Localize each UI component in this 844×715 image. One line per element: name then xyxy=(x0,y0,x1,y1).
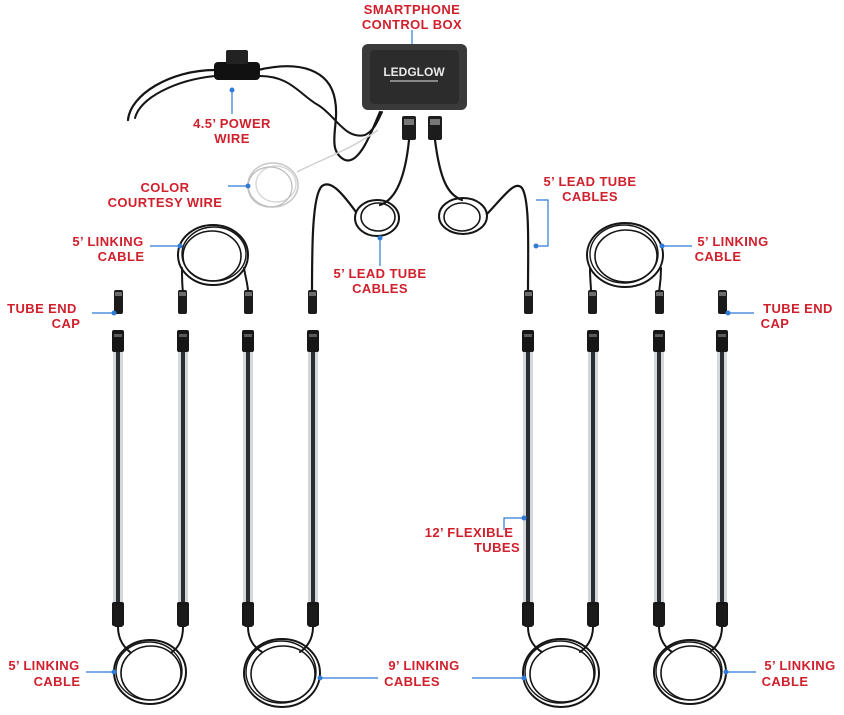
label-courtesy-wire-line1: COLOR xyxy=(141,180,190,195)
label-flexible-tubes-line1: 12’ FLEXIBLE xyxy=(425,525,514,540)
top-connectors xyxy=(114,290,727,314)
label-courtesy-wire-line2: COURTESY WIRE xyxy=(108,195,223,210)
top-linking-cable-left xyxy=(177,224,249,293)
label-linking-9ft-line1: 9’ LINKING xyxy=(388,658,459,673)
bottom-linking-cable-9ft-left xyxy=(243,626,321,708)
label-linking-top-left-line1: 5’ LINKING xyxy=(72,234,143,249)
label-power-wire-line1: 4.5’ POWER xyxy=(193,116,271,131)
label-lead-tube-mid-line1: 5’ LEAD TUBE xyxy=(334,266,427,281)
callout-lines xyxy=(86,30,756,681)
label-linking-bottom-left-line2: CABLE xyxy=(34,674,81,689)
label-lead-tube-top-line2: CABLES xyxy=(562,189,618,204)
power-wire xyxy=(126,50,383,162)
fuse-holder-icon xyxy=(214,62,260,80)
label-power-wire-line2: WIRE xyxy=(214,131,250,146)
flexible-tubes xyxy=(112,330,728,626)
label-linking-top-right-line1: 5’ LINKING xyxy=(697,234,768,249)
label-linking-bottom-left-line1: 5’ LINKING xyxy=(8,658,79,673)
tube-1 xyxy=(112,330,124,626)
tube-3 xyxy=(242,330,254,626)
label-linking-top-left-line2: CABLE xyxy=(98,249,145,264)
label-lead-tube-top-line1: 5’ LEAD TUBE xyxy=(544,174,637,189)
bottom-connectors xyxy=(114,605,727,627)
label-flexible-tubes-line2: TUBES xyxy=(474,540,520,555)
tube-8 xyxy=(716,330,728,626)
bottom-linking-cable-9ft-right xyxy=(522,626,600,708)
label-control-box-line1: SMARTPHONE xyxy=(364,2,460,17)
control-box-logo: LEDGLOW xyxy=(383,65,445,79)
labels: SMARTPHONE CONTROL BOX 4.5’ POWER WIRE C… xyxy=(7,2,835,689)
control-box: LEDGLOW xyxy=(362,44,467,140)
label-end-cap-right-line2: CAP xyxy=(761,316,790,331)
label-linking-9ft-line2: CABLES xyxy=(384,674,440,689)
label-linking-top-right-line2: CABLE xyxy=(695,249,742,264)
tube-2 xyxy=(177,330,189,626)
label-end-cap-right-line1: TUBE END xyxy=(763,301,833,316)
tube-7 xyxy=(653,330,665,626)
label-linking-bottom-right-line2: CABLE xyxy=(762,674,809,689)
bottom-linking-cable-left xyxy=(113,626,187,705)
tube-6 xyxy=(587,330,599,626)
top-linking-cable-right xyxy=(586,222,664,293)
label-lead-tube-mid-line2: CABLES xyxy=(352,281,408,296)
courtesy-wire-coil xyxy=(247,129,379,208)
label-end-cap-left-line2: CAP xyxy=(52,316,81,331)
tube-4 xyxy=(307,330,319,626)
label-end-cap-left-line1: TUBE END xyxy=(7,301,77,316)
bottom-linking-cable-right xyxy=(653,626,727,705)
label-control-box-line2: CONTROL BOX xyxy=(362,17,462,32)
tube-5 xyxy=(522,330,534,626)
label-linking-bottom-right-line1: 5’ LINKING xyxy=(764,658,835,673)
lead-tube-cables xyxy=(310,138,530,297)
